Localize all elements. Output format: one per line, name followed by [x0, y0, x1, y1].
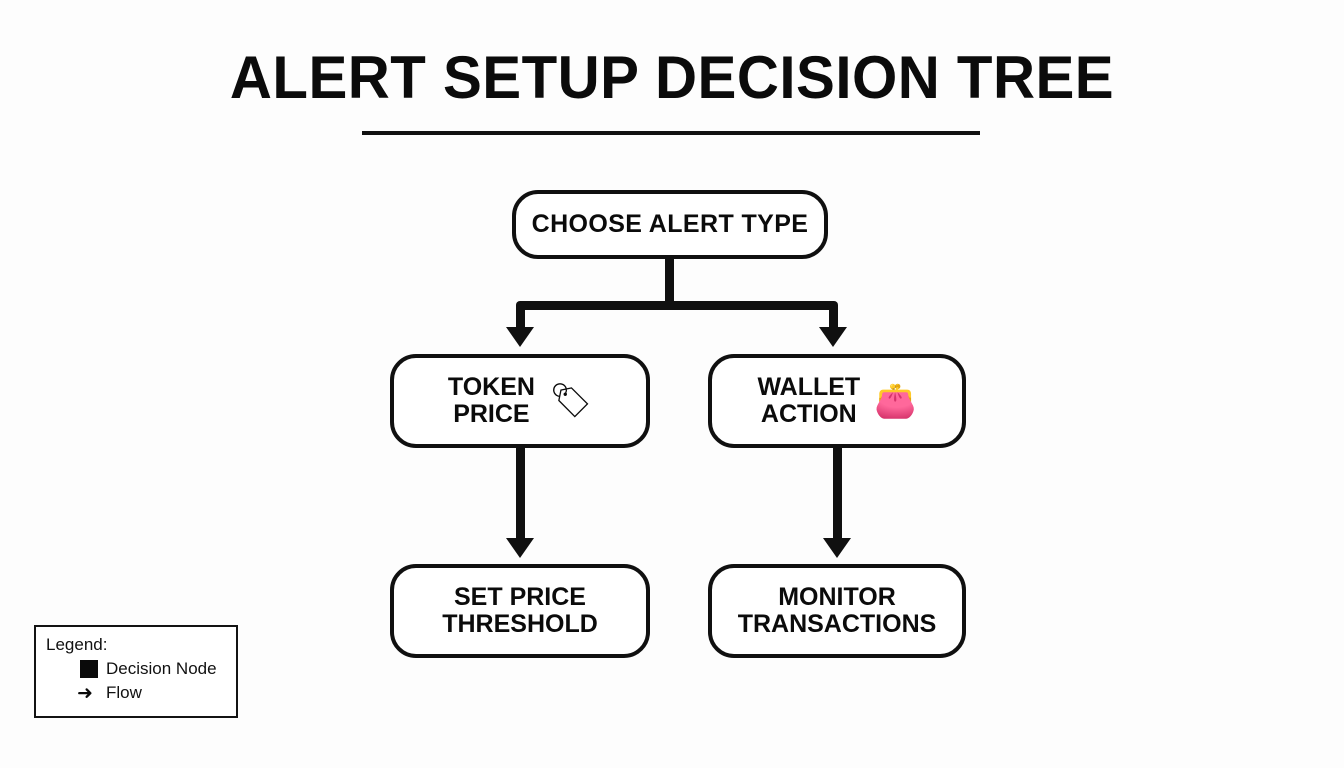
connector-wallet-action-to-monitor-transactions	[833, 447, 842, 542]
node-content: WALLET ACTION 👛	[757, 372, 917, 429]
node-set-price-threshold[interactable]: SET PRICE THRESHOLD	[390, 564, 650, 658]
connector-root-stem	[665, 257, 674, 309]
node-label: WALLET ACTION	[757, 372, 861, 428]
price-tag-icon: 🏷	[548, 381, 593, 421]
connector-split-bar	[516, 301, 838, 310]
arrowhead-wallet-action-to-monitor-transactions	[823, 538, 851, 558]
page-title: ALERT SETUP DECISION TREE	[229, 44, 1115, 111]
wallet-icon: 👛	[874, 381, 917, 421]
node-monitor-transactions[interactable]: MONITOR TRANSACTIONS	[708, 564, 966, 658]
flow-arrow-icon: ➜	[77, 681, 93, 704]
legend-item-label: Flow	[106, 683, 142, 702]
connector-token-price-to-set-price-threshold	[516, 447, 525, 542]
arrowhead-token-price-to-set-price-threshold	[506, 538, 534, 558]
node-label: SET PRICE THRESHOLD	[442, 582, 598, 638]
connector-root-to-wallet-action	[829, 305, 838, 329]
title-divider	[362, 131, 980, 135]
connector-root-to-token-price	[516, 305, 525, 329]
node-label: CHOOSE ALERT TYPE	[531, 209, 809, 238]
node-choose-alert-type[interactable]: CHOOSE ALERT TYPE	[512, 190, 828, 259]
node-wallet-action[interactable]: WALLET ACTION 👛	[708, 354, 966, 448]
node-content: MONITOR TRANSACTIONS	[737, 582, 937, 639]
node-content: SET PRICE THRESHOLD	[442, 582, 598, 639]
legend-title: Legend:	[46, 635, 108, 654]
decision-node-swatch-icon	[80, 660, 98, 678]
legend-item-label: Decision Node	[106, 659, 217, 678]
arrowhead-root-to-wallet-action	[819, 327, 847, 347]
legend-item-decision-node: Decision Node	[46, 657, 226, 681]
node-content: TOKEN PRICE 🏷	[447, 372, 593, 429]
arrowhead-root-to-token-price	[506, 327, 534, 347]
legend-box: Legend: Decision Node ➜ Flow	[34, 625, 238, 718]
node-label: MONITOR TRANSACTIONS	[737, 582, 937, 638]
node-content: CHOOSE ALERT TYPE	[531, 209, 809, 239]
node-token-price[interactable]: TOKEN PRICE 🏷	[390, 354, 650, 448]
legend-item-flow: ➜ Flow	[46, 681, 226, 705]
node-label: TOKEN PRICE	[447, 372, 535, 428]
